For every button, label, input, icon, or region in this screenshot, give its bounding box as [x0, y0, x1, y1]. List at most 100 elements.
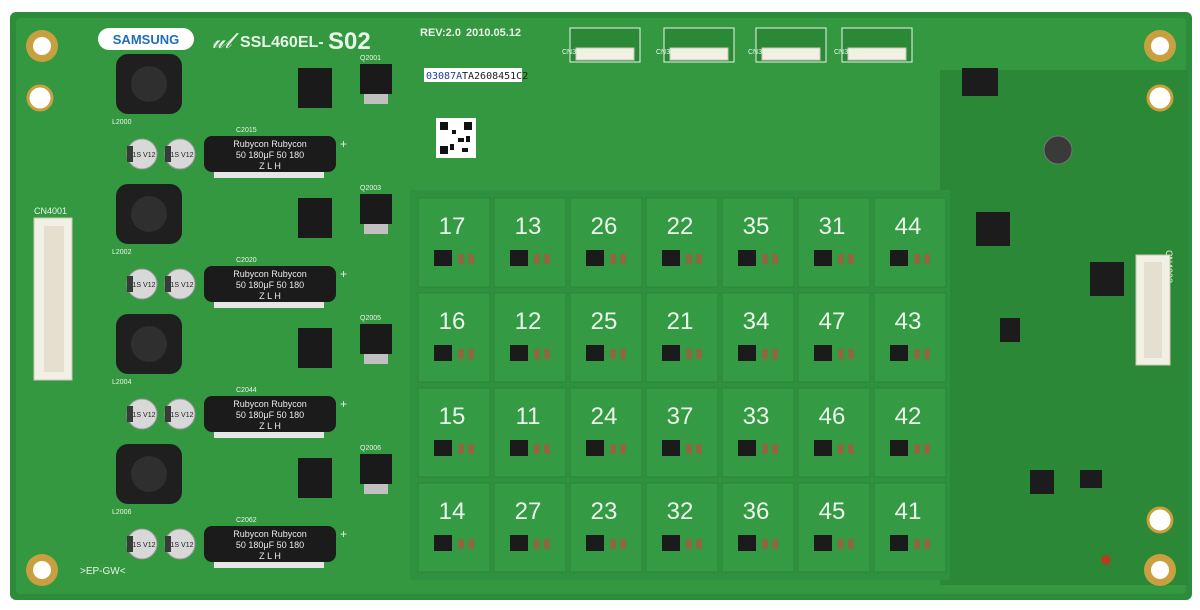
led-channel-cell: 41 [873, 482, 947, 573]
mosfet-label: Q2003 [360, 185, 381, 192]
svg-text:1S V12: 1S V12 [171, 282, 194, 289]
mosfet-label: Q2005 [360, 315, 381, 322]
inductor-label: L2004 [112, 379, 132, 386]
channel-number: 45 [819, 498, 846, 525]
channel-number: 35 [743, 213, 770, 240]
channel-number: 17 [439, 213, 466, 240]
channel-mosfet [510, 535, 528, 551]
channel-mosfet [510, 250, 528, 266]
led-channel-cell: 37 [645, 387, 719, 478]
channel-number: 42 [895, 403, 922, 430]
channel-number: 34 [743, 308, 770, 335]
svg-text:1S V12: 1S V12 [133, 412, 156, 419]
led-channel-cell: 11 [493, 387, 567, 478]
model-text: SSL460EL- [240, 34, 324, 51]
capacitor-marking: 50 180μF 50 180 [236, 280, 304, 290]
inductor-label: L2000 [112, 119, 132, 126]
brand-plate [98, 28, 194, 50]
led-channel-cell: 15 [417, 387, 491, 478]
channel-mosfet [434, 345, 452, 361]
inductor-label: L2006 [112, 509, 132, 516]
channel-number: 13 [515, 213, 542, 240]
led-channel-cell: 24 [569, 387, 643, 478]
channel-mosfet [890, 345, 908, 361]
channel-mosfet [890, 535, 908, 551]
channel-number: 26 [591, 213, 618, 240]
mosfet-2 [360, 324, 392, 354]
led-channel-cell: 42 [873, 387, 947, 478]
mosfet-2 [360, 64, 392, 94]
electrolytic-small [1043, 135, 1073, 165]
channel-mosfet [434, 250, 452, 266]
led-channel-cell: 36 [721, 482, 795, 573]
svg-text:+: + [340, 137, 347, 151]
capacitor-marking: Rubycon Rubycon [233, 269, 307, 279]
sot-chip-2 [1080, 470, 1102, 488]
channel-mosfet [662, 440, 680, 456]
qr-pattern [440, 122, 472, 154]
sot-chip-3 [1030, 470, 1054, 494]
mosfet-2 [360, 194, 392, 224]
capacitor-marking: Z L H [259, 421, 281, 431]
capacitor-marking: 50 180μF 50 180 [236, 540, 304, 550]
channel-mosfet [814, 440, 832, 456]
channel-number: 41 [895, 498, 922, 525]
mosfet-2 [360, 454, 392, 484]
ep-mark: >EP-GW< [80, 566, 126, 577]
capacitor-marking: 50 180μF 50 180 [236, 410, 304, 420]
logic-components [962, 68, 1124, 494]
test-point [1101, 555, 1111, 565]
channel-number: 24 [591, 403, 618, 430]
top-connector: CN3001 [656, 27, 735, 63]
top-connector-label: CN3001 [656, 49, 682, 56]
capacitor-marking: Rubycon Rubycon [233, 529, 307, 539]
channel-number: 44 [895, 213, 922, 240]
channel-number: 11 [516, 403, 541, 430]
logic-area [940, 70, 1188, 585]
channel-mosfet [814, 345, 832, 361]
left-connector-label: CN4001 [34, 206, 67, 216]
channel-number: 36 [743, 498, 770, 525]
left-connector-cn4001: CN4001 [33, 206, 73, 381]
qfp-chip [1090, 262, 1124, 296]
channel-mosfet [662, 250, 680, 266]
revision-text: REV:2.0 [420, 27, 461, 39]
mounting-holes [26, 30, 1176, 586]
capacitor-marking: Z L H [259, 291, 281, 301]
led-channel-cell: 27 [493, 482, 567, 573]
capacitor-marking: Z L H [259, 551, 281, 561]
channel-number: 22 [667, 213, 694, 240]
right-connector-cn4002: CN4002 [1135, 250, 1174, 366]
top-connector-label: CN3004 [834, 49, 860, 56]
channel-number: 25 [591, 308, 618, 335]
bulk-capacitor [204, 526, 336, 562]
serial-part1: 03087A [426, 71, 462, 82]
svg-text:1S V12: 1S V12 [133, 152, 156, 159]
mosfet [298, 68, 332, 108]
channel-mosfet [738, 345, 756, 361]
led-channel-cell: 31 [797, 197, 871, 288]
svg-text:1S V12: 1S V12 [133, 542, 156, 549]
channel-mosfet [814, 535, 832, 551]
top-connector-label: CN3003 [562, 49, 588, 56]
channel-mosfet [510, 440, 528, 456]
ic-top [962, 68, 998, 96]
capacitor-label: C2020 [236, 257, 257, 264]
channel-mosfet [890, 440, 908, 456]
led-channel-cell: 14 [417, 482, 491, 573]
mosfet-label: Q2001 [360, 55, 381, 62]
svg-text:1S V12: 1S V12 [171, 412, 194, 419]
serial-part2: TA2608451C2 [462, 71, 528, 82]
led-channel-cell: 22 [645, 197, 719, 288]
channel-mosfet [738, 535, 756, 551]
channel-mosfet [434, 535, 452, 551]
channel-number: 12 [515, 308, 542, 335]
mosfet-label: Q2006 [360, 445, 381, 452]
led-channel-cell: 17 [417, 197, 491, 288]
channel-mosfet [586, 345, 604, 361]
